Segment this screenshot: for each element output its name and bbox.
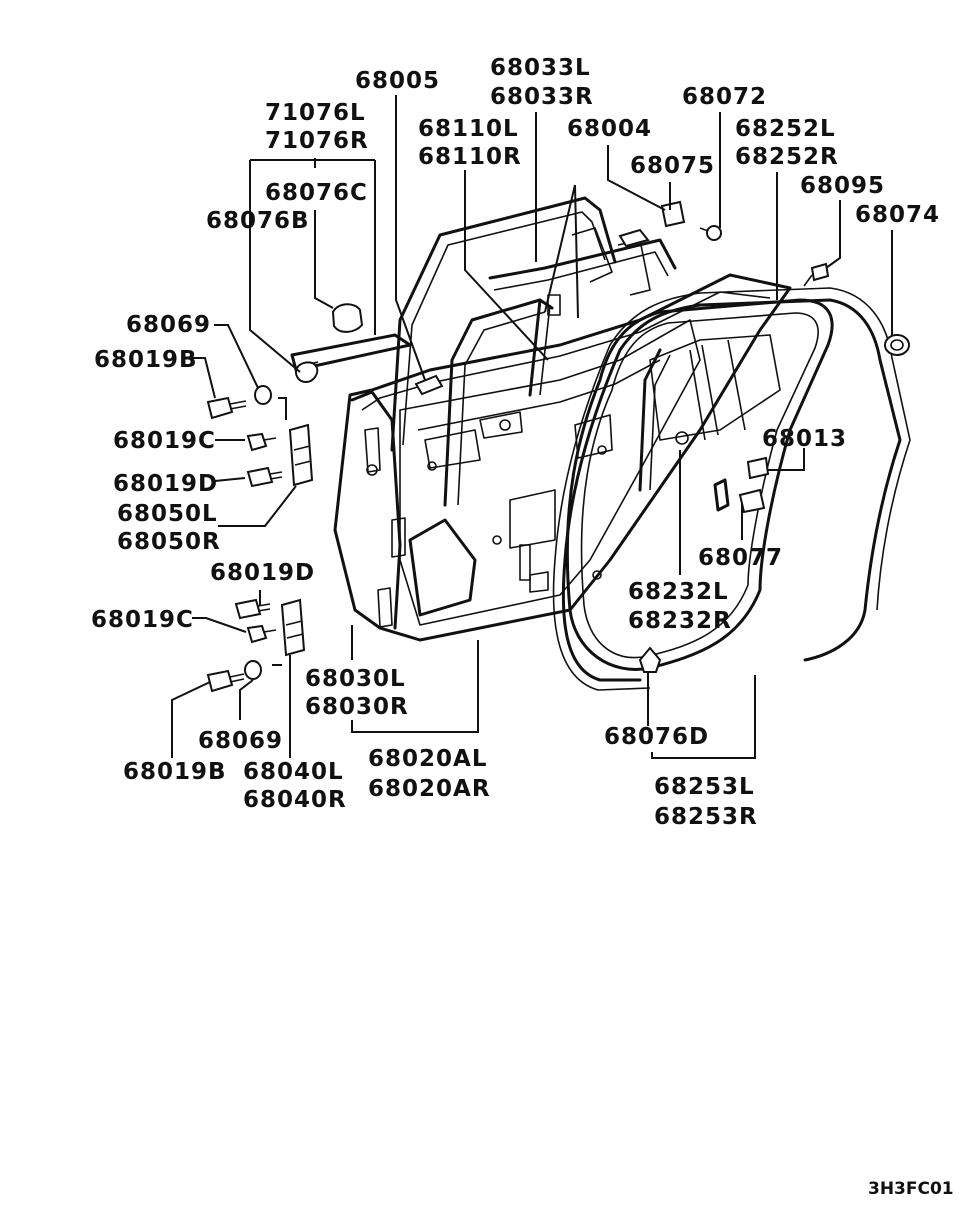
label-71076R: 71076R — [265, 128, 369, 154]
label-68110L: 68110L — [418, 116, 519, 142]
label-68030L: 68030L — [305, 666, 406, 692]
label-68033R: 68033R — [490, 84, 594, 110]
label-68019D-upper: 68019D — [113, 471, 218, 497]
label-68013: 68013 — [762, 426, 847, 452]
belt-molding — [528, 298, 551, 397]
diagram-code: 3H3FC01 — [868, 1179, 954, 1199]
label-68253L: 68253L — [654, 774, 755, 800]
outer-molding — [290, 333, 412, 384]
label-68074: 68074 — [855, 202, 940, 228]
run-channel — [443, 294, 561, 507]
label-68076C: 68076C — [265, 180, 368, 206]
label-68020AR: 68020AR — [368, 776, 491, 802]
label-68253R: 68253R — [654, 804, 758, 830]
label-68020AL: 68020AL — [368, 746, 487, 772]
door-assembly — [333, 273, 792, 642]
label-68110R: 68110R — [418, 144, 522, 170]
label-68095: 68095 — [800, 173, 885, 199]
part-labels: 68005 68033L 68033R 71076L 71076R 68110L… — [91, 55, 940, 830]
label-68019C-lower: 68019C — [91, 607, 194, 633]
glass-regulator — [638, 334, 781, 512]
label-68033L: 68033L — [490, 55, 591, 81]
label-68232R: 68232R — [628, 608, 732, 634]
leader-lines — [171, 95, 893, 759]
label-68019B-upper: 68019B — [94, 347, 198, 373]
label-68252L: 68252L — [735, 116, 836, 142]
label-68050R: 68050R — [117, 529, 221, 555]
label-68076D: 68076D — [604, 724, 709, 750]
hardware — [206, 200, 910, 693]
label-68077: 68077 — [698, 545, 783, 571]
label-68040R: 68040R — [243, 787, 347, 813]
label-68019C-upper: 68019C — [113, 428, 216, 454]
label-68040L: 68040L — [243, 759, 344, 785]
label-68069-upper: 68069 — [126, 312, 211, 338]
label-68050L: 68050L — [117, 501, 218, 527]
label-68069-lower: 68069 — [198, 728, 283, 754]
label-68004: 68004 — [567, 116, 652, 142]
label-68019D-lower: 68019D — [210, 560, 315, 586]
label-68030R: 68030R — [305, 694, 409, 720]
body-weatherstrip — [552, 287, 911, 691]
label-68232L: 68232L — [628, 579, 729, 605]
label-71076L: 71076L — [265, 100, 366, 126]
label-68072: 68072 — [682, 84, 767, 110]
label-68075: 68075 — [630, 153, 715, 179]
label-68252R: 68252R — [735, 144, 839, 170]
label-68019B-lower: 68019B — [123, 759, 227, 785]
label-68005: 68005 — [355, 68, 440, 94]
label-68076B: 68076B — [206, 208, 310, 234]
